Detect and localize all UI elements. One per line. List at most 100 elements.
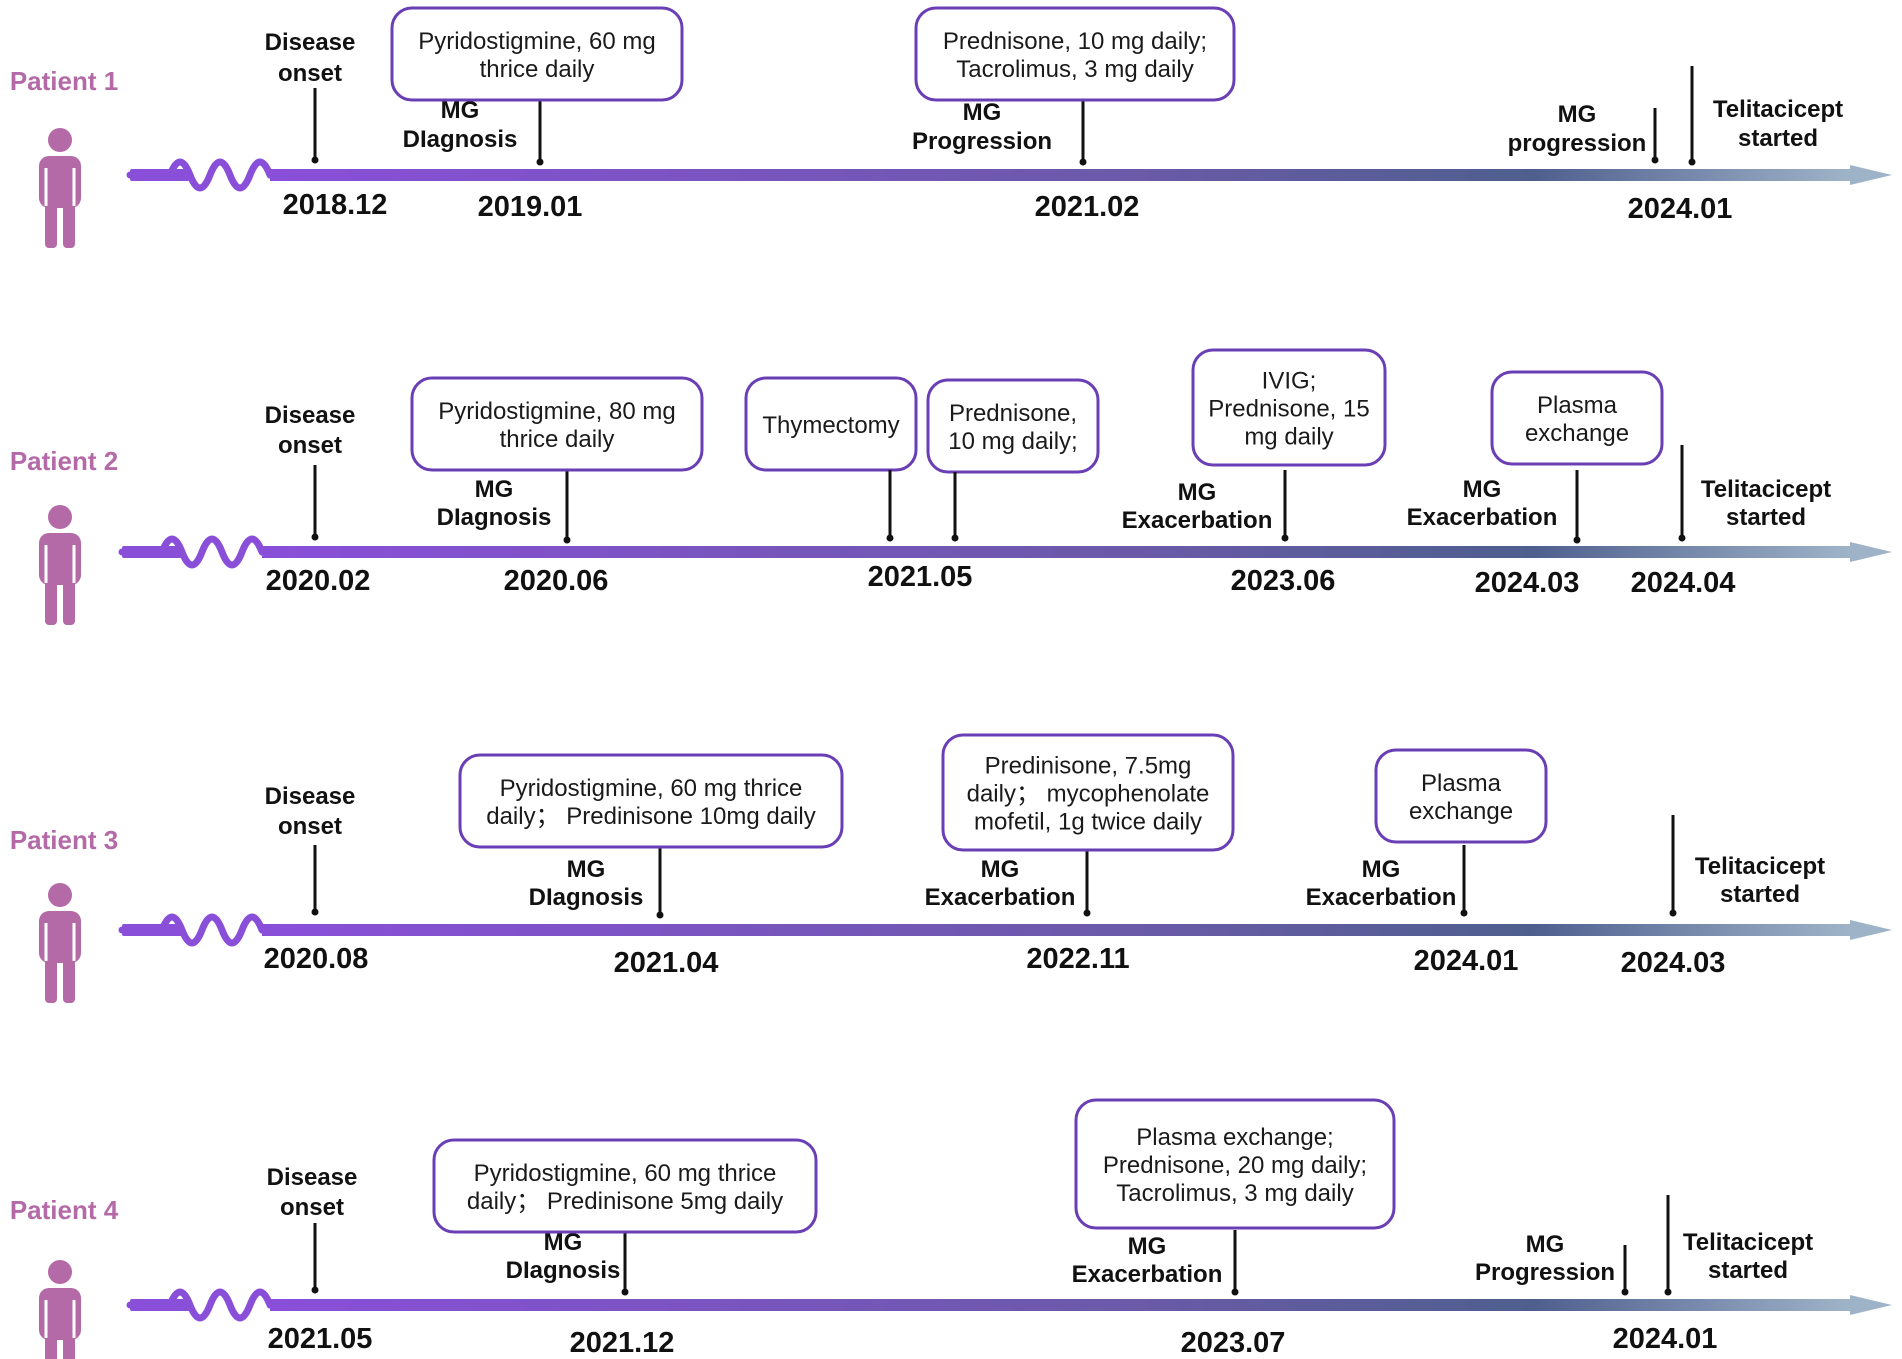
- event-label: started: [1720, 881, 1800, 908]
- event-label: MG: [1526, 1231, 1565, 1258]
- patient-label: Patient 1: [10, 66, 118, 96]
- event-dot: [1079, 158, 1087, 166]
- treatment-text: exchange: [1525, 420, 1629, 447]
- date-label: 2023.06: [1231, 565, 1336, 597]
- wavy-line-icon: [126, 1288, 274, 1322]
- treatment-text: Prednisone,: [949, 400, 1077, 427]
- treatment-box: Prednisone, 10 mg daily;Tacrolimus, 3 mg…: [914, 6, 1236, 102]
- wavy-line-icon: [118, 535, 266, 569]
- event-label: MG: [963, 99, 1002, 126]
- event-dot: [311, 908, 319, 916]
- date-label: 2018.12: [283, 189, 388, 221]
- date-label: 2024.03: [1621, 947, 1726, 979]
- date-label: 2021.04: [614, 947, 719, 979]
- date-label: 2024.01: [1613, 1323, 1718, 1355]
- event-dot: [886, 534, 894, 542]
- treatment-text: Pyridostigmine, 60 mg: [418, 28, 655, 55]
- treatment-text: Prednisone, 20 mg daily;: [1103, 1152, 1367, 1179]
- event-label: MG: [1362, 856, 1401, 883]
- wavy-line-icon: [126, 158, 274, 192]
- event-label: Disease: [265, 402, 356, 429]
- treatment-box: Plasma exchange;Prednisone, 20 mg daily;…: [1074, 1098, 1396, 1230]
- event-label: MG: [981, 856, 1020, 883]
- treatment-text: daily； mycophenolate: [967, 781, 1210, 808]
- event-label: DIagnosis: [529, 884, 644, 911]
- event-label: started: [1726, 504, 1806, 531]
- event-label: DIagnosis: [437, 504, 552, 531]
- treatment-text: Tacrolimus, 3 mg daily: [956, 56, 1193, 83]
- timeline-tail: [130, 169, 190, 181]
- event-label: onset: [278, 813, 342, 840]
- event-label: MG: [475, 476, 514, 503]
- event-label: Exacerbation: [1072, 1261, 1223, 1288]
- event-label: MG: [1558, 101, 1597, 128]
- event-dot: [311, 156, 319, 164]
- date-label: 2019.01: [478, 191, 583, 223]
- treatment-text: mg daily: [1244, 424, 1333, 451]
- timeline-tail: [122, 924, 182, 936]
- patient-row-1: Patient 1DiseaseonsetMGDIagnosisMGProgre…: [10, 6, 1892, 248]
- event-label: Progression: [1475, 1259, 1615, 1286]
- event-dot: [1688, 158, 1696, 166]
- event-label: Disease: [265, 783, 356, 810]
- wavy-line-icon: [118, 913, 266, 947]
- arrow-head-icon: [1850, 1295, 1892, 1315]
- event-label: started: [1708, 1257, 1788, 1284]
- date-label: 2021.12: [570, 1327, 675, 1359]
- event-label: Telitacicept: [1695, 853, 1825, 880]
- event-label: DIagnosis: [403, 126, 518, 153]
- person-icon: [39, 505, 81, 625]
- event-dot: [656, 911, 664, 919]
- event-label: Telitacicept: [1683, 1229, 1813, 1256]
- patient-label: Patient 3: [10, 825, 118, 855]
- event-label: onset: [280, 1194, 344, 1221]
- event-label: onset: [278, 432, 342, 459]
- event-label: MG: [1128, 1233, 1167, 1260]
- event-dot: [1678, 534, 1686, 542]
- treatment-text: Prednisone, 10 mg daily;: [943, 28, 1207, 55]
- event-dot: [1231, 1288, 1239, 1296]
- date-label: 2020.06: [504, 565, 609, 597]
- event-label: progression: [1508, 130, 1647, 157]
- event-label: MG: [1178, 479, 1217, 506]
- event-label: MG: [1463, 476, 1502, 503]
- event-dot: [1669, 909, 1677, 917]
- event-label: Exacerbation: [1407, 504, 1558, 531]
- event-dot: [1281, 534, 1289, 542]
- date-label: 2024.04: [1631, 567, 1736, 599]
- event-label: started: [1738, 125, 1818, 152]
- treatment-box: Thymectomy: [744, 376, 918, 472]
- event-label: onset: [278, 60, 342, 87]
- patient-row-4: Patient 4DiseaseonsetMGDIagnosisMGExacer…: [10, 1098, 1892, 1359]
- patient-label: Patient 2: [10, 446, 118, 476]
- event-label: Disease: [267, 1164, 358, 1191]
- patient-row-2: Patient 2DiseaseonsetMGDIagnosisMGExacer…: [10, 348, 1892, 625]
- event-label: Exacerbation: [1122, 507, 1273, 534]
- event-label: Progression: [912, 128, 1052, 155]
- timeline-bar: [270, 169, 1850, 181]
- event-dot: [1621, 1288, 1629, 1296]
- treatment-box: Prednisone,10 mg daily;: [926, 378, 1100, 474]
- treatment-text: Plasma: [1421, 770, 1502, 797]
- patient-label: Patient 4: [10, 1195, 119, 1225]
- date-label: 2024.01: [1628, 193, 1733, 225]
- treatment-text: daily； Predinisone 10mg daily: [486, 803, 816, 830]
- date-label: 2021.02: [1035, 191, 1140, 223]
- date-label: 2024.03: [1475, 567, 1580, 599]
- treatment-text: IVIG;: [1262, 368, 1317, 395]
- event-dot: [621, 1288, 629, 1296]
- event-label: Exacerbation: [925, 884, 1076, 911]
- date-label: 2021.05: [268, 1323, 373, 1355]
- event-label: Exacerbation: [1306, 884, 1457, 911]
- treatment-text: thrice daily: [480, 56, 595, 83]
- event-dot: [1651, 156, 1659, 164]
- event-dot: [536, 158, 544, 166]
